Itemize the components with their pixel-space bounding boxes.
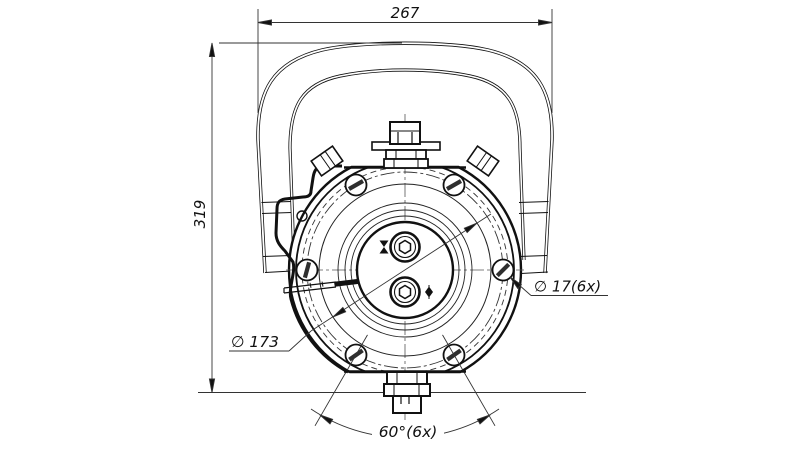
bolt-holes bbox=[295, 173, 515, 367]
bottom-fitting bbox=[344, 370, 466, 414]
top-tab-left bbox=[310, 145, 344, 177]
bolt-hole bbox=[344, 173, 368, 197]
port-top-symbol bbox=[379, 240, 389, 254]
bolt-hole bbox=[442, 173, 466, 197]
top-fitting bbox=[310, 121, 500, 177]
ring bbox=[344, 209, 466, 331]
dim-main-diameter-label: ∅ 173 bbox=[231, 333, 279, 351]
port-top bbox=[389, 231, 421, 263]
dim-main-diameter bbox=[229, 213, 492, 352]
dim-width bbox=[257, 9, 553, 113]
release-lever bbox=[283, 278, 359, 294]
front-bracket bbox=[274, 164, 349, 374]
dim-hole-diameter bbox=[507, 274, 608, 296]
top-tab-right bbox=[466, 145, 500, 177]
spigot-circle-173 bbox=[318, 183, 492, 357]
ring bbox=[350, 215, 460, 325]
dim-width-label: 267 bbox=[391, 4, 420, 22]
dim-hole-diameter-label: ∅ 17(6x) bbox=[534, 278, 601, 296]
dim-height-label: 319 bbox=[191, 200, 209, 229]
port-bottom bbox=[389, 276, 421, 308]
bolt-hole bbox=[491, 258, 515, 282]
carry-handle bbox=[256, 41, 554, 274]
bolt-hole bbox=[295, 258, 319, 282]
dim-hole-angle-label: 60°(6x) bbox=[379, 423, 438, 441]
angle-label-mask bbox=[372, 420, 444, 440]
ring bbox=[337, 202, 473, 338]
port-bottom-symbol bbox=[425, 285, 433, 299]
